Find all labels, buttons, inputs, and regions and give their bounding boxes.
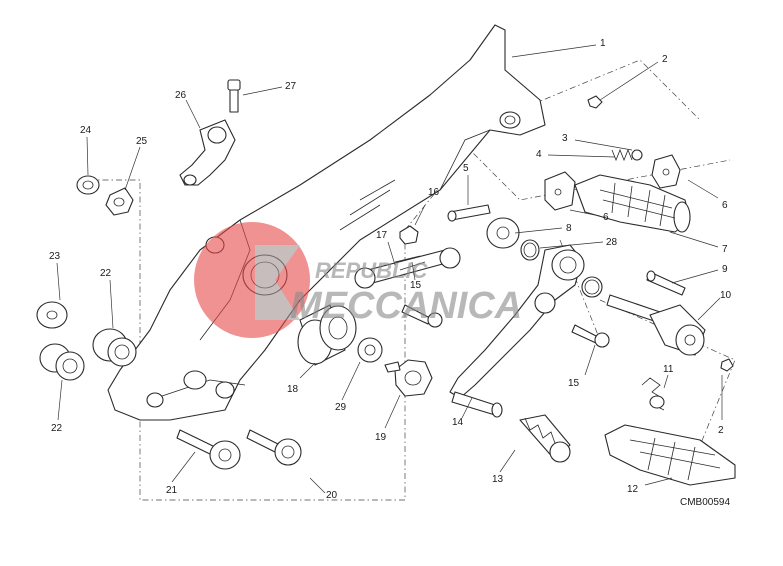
screw-part-15-a xyxy=(401,304,443,328)
clamp-part-26 xyxy=(179,119,236,186)
label-26: 26 xyxy=(175,90,187,101)
label-13: 13 xyxy=(492,474,504,485)
label-3: 3 xyxy=(562,133,568,144)
hex-bolt-part-19 xyxy=(384,359,433,397)
nut-part-16 xyxy=(399,225,419,245)
label-19: 19 xyxy=(375,432,387,443)
bolt-part-20 xyxy=(246,429,302,466)
pin-part-5 xyxy=(447,204,491,222)
pivot-shaft-part-10 xyxy=(606,294,706,356)
label-16: 16 xyxy=(428,187,440,198)
watermark-line-2: MECCANICA xyxy=(290,285,522,327)
screw-part-27 xyxy=(227,79,241,113)
label-2-b: 2 xyxy=(718,425,724,436)
pin-part-9 xyxy=(646,270,686,296)
label-7: 7 xyxy=(722,244,728,255)
bolt-part-21 xyxy=(176,429,241,470)
label-22-b: 22 xyxy=(51,423,63,434)
label-18: 18 xyxy=(287,384,299,395)
label-15-b: 15 xyxy=(410,280,422,291)
spring-part-11 xyxy=(641,377,665,411)
label-20: 20 xyxy=(326,490,338,501)
watermark-text: REPUBLIC MECCANICA xyxy=(290,258,522,327)
plate-part-6-b xyxy=(651,154,681,189)
bushing-part-22-a xyxy=(92,328,137,367)
nut-part-24 xyxy=(76,175,100,195)
footrest-part-12 xyxy=(604,424,736,486)
watermark-logo xyxy=(194,222,310,338)
callout-labels: 1 2 3 4 5 6 6 7 8 9 10 11 12 13 14 15 15… xyxy=(49,38,732,501)
clip-part-2-a xyxy=(587,95,603,109)
label-6: 6 xyxy=(722,200,728,211)
label-11: 11 xyxy=(663,364,674,375)
label-28: 28 xyxy=(606,237,618,248)
label-23: 23 xyxy=(49,251,61,262)
label-21: 21 xyxy=(166,485,178,496)
label-8: 8 xyxy=(566,223,572,234)
label-10: 10 xyxy=(720,290,732,301)
washer-part-8 xyxy=(486,217,520,249)
oring-part-28-a xyxy=(520,239,540,261)
label-24: 24 xyxy=(80,125,92,136)
link-rod-part-17 xyxy=(354,247,461,289)
label-17: 17 xyxy=(376,230,388,241)
oring-part-28-b xyxy=(581,276,603,298)
label-29: 29 xyxy=(335,402,347,413)
label-15: 15 xyxy=(568,378,580,389)
spacer-part-18 xyxy=(297,304,357,366)
spring-part-4 xyxy=(611,148,633,162)
label-12: 12 xyxy=(627,484,639,495)
gear-lever-part-14 xyxy=(449,244,585,418)
bushing-part-22-b xyxy=(39,343,85,381)
washer-part-29 xyxy=(357,337,383,363)
nut-part-25 xyxy=(105,187,134,216)
screw-part-15-b xyxy=(571,324,610,348)
label-6-b: 6 xyxy=(603,212,609,223)
label-14: 14 xyxy=(452,417,464,428)
rubber-peg-part-13 xyxy=(519,414,571,463)
label-27: 27 xyxy=(285,81,297,92)
clip-part-2-b xyxy=(720,358,734,372)
watermark-line-1: REPUBLIC xyxy=(315,258,429,283)
label-5: 5 xyxy=(463,163,469,174)
label-9: 9 xyxy=(722,264,728,275)
plate-part-6-a xyxy=(544,171,576,211)
diagram-code: CMB00594 xyxy=(680,497,730,508)
label-1: 1 xyxy=(600,38,606,49)
washer-part-23 xyxy=(36,301,68,329)
ball-part-3 xyxy=(631,149,643,161)
label-25: 25 xyxy=(136,136,148,147)
label-22: 22 xyxy=(100,268,112,279)
label-4: 4 xyxy=(536,149,542,160)
leader-lines xyxy=(56,44,723,494)
label-2: 2 xyxy=(662,54,668,65)
